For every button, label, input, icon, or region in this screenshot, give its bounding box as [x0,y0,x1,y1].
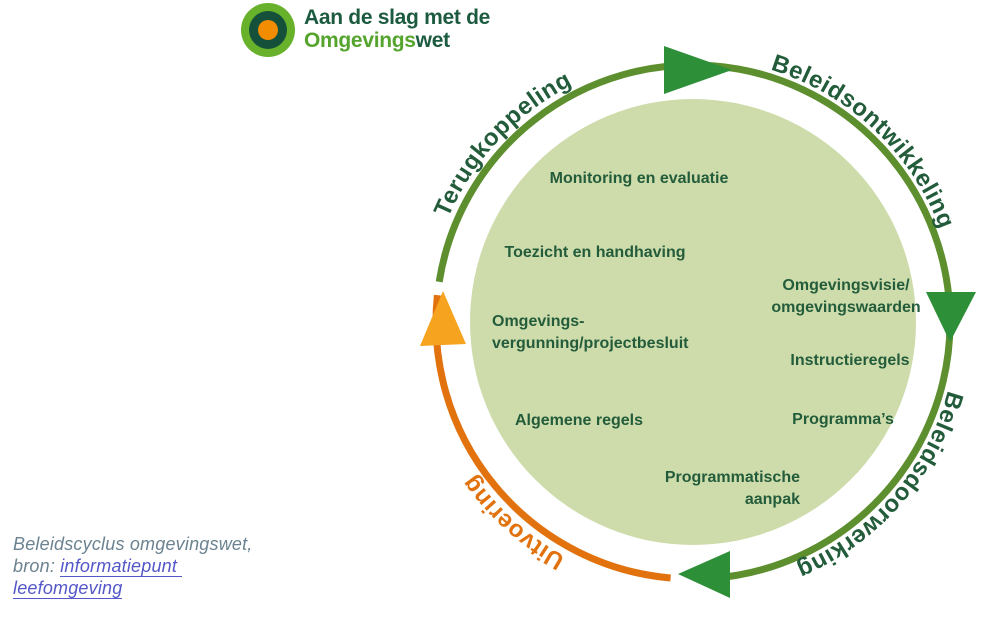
green-cycle-arc [435,61,954,582]
inner-label-algemene-regels: Algemene regels [514,412,644,429]
logo-title-wet: wet [415,29,450,52]
inner-label-aanpak-line1: Programmatische [664,469,800,486]
logo: Aan de slag met de Omgevingswet [241,3,490,57]
inner-label-vergunning-line2: vergunning/projectbesluit [492,335,689,352]
caption-bron-label: bron: [13,556,56,576]
source-link-informatiepunt[interactable]: informatiepunt [60,556,183,577]
cycle-inner-circle [470,99,916,545]
arrow-right-icon [926,292,976,342]
inner-label-vergunning: Omgevings- vergunning/projectbesluit [492,311,688,355]
source-link-leefomgeving[interactable]: leefomgeving [13,578,123,599]
logo-title-line2: Omgevingswet [304,29,490,52]
arrow-bottom-icon [678,551,730,598]
inner-label-programmas: Programma’s [792,411,894,428]
caption: Beleidscyclus omgevingswet, bron: inform… [13,533,253,599]
logo-title: Aan de slag met de Omgevingswet [304,3,490,52]
arrow-top-icon [664,46,732,94]
logo-title-line1: Aan de slag met de [304,6,490,29]
arrow-left-orange-icon [420,291,466,346]
caption-source-line: bron: informatiepunt [13,555,253,577]
inner-label-toezicht: Toezicht en handhaving [504,244,686,261]
inner-label-vergunning-line1: Omgevings- [492,313,585,330]
inner-label-monitoring: Monitoring en evaluatie [549,170,729,187]
inner-label-omgevingsvisie-line1: Omgevingsvisie/ [782,277,910,294]
caption-source-line2: leefomgeving [13,577,253,599]
logo-title-omgevings: Omgevings [304,29,416,52]
inner-label-aanpak-line2: aanpak [744,491,800,508]
inner-label-instructieregels: Instructieregels [790,352,910,369]
inner-label-programmatische-aanpak: Programmatische aanpak [620,467,800,511]
inner-label-omgevingsvisie-line2: omgevingswaarden [771,299,921,316]
logo-icon [241,3,295,57]
logo-center-dot [258,20,278,40]
caption-title: Beleidscyclus omgevingswet, [13,534,253,554]
inner-label-omgevingsvisie: Omgevingsvisie/ omgevingswaarden [771,275,920,319]
orange-cycle-arc [432,294,671,582]
